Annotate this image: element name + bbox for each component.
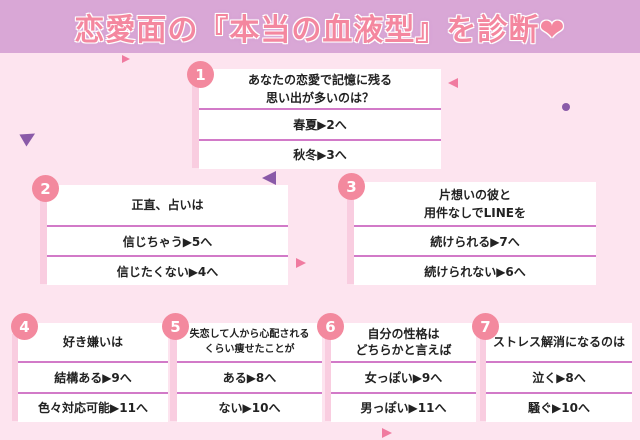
triangle-decoration bbox=[19, 127, 39, 147]
triangle-decoration bbox=[262, 171, 276, 185]
question-box-7: ストレス解消になるのは 泣く▶8へ 騒ぐ▶10へ bbox=[486, 323, 632, 422]
question-text: あなたの恋愛で記憶に残る 思い出が多いのは？ bbox=[199, 69, 441, 110]
question-box-6: 自分の性格は どちらかと言えば 女っぽい▶9へ 男っぽい▶11へ bbox=[331, 323, 476, 422]
triangle-decoration bbox=[296, 258, 306, 268]
question-number-badge: 5 bbox=[162, 313, 189, 340]
box-strip bbox=[347, 193, 354, 284]
box-strip bbox=[192, 80, 199, 168]
option-1[interactable]: 結構ある▶9へ bbox=[18, 363, 168, 394]
question-number-badge: 2 bbox=[32, 175, 59, 202]
option-2[interactable]: ない▶10へ bbox=[218, 401, 281, 416]
option-1[interactable]: 女っぽい▶9へ bbox=[331, 363, 476, 394]
option-1[interactable]: 信じちゃう▶5へ bbox=[47, 227, 288, 257]
box-strip bbox=[40, 196, 47, 284]
triangle-decoration bbox=[382, 428, 392, 438]
box-strip bbox=[170, 334, 177, 421]
option-2[interactable]: 男っぽい▶11へ bbox=[360, 401, 447, 416]
option-2[interactable]: 信じたくない▶4へ bbox=[116, 264, 219, 279]
question-text: 自分の性格は どちらかと言えば bbox=[331, 323, 476, 363]
triangle-decoration bbox=[448, 78, 458, 88]
question-box-4: 好き嫌いは 結構ある▶9へ 色々対応可能▶11へ bbox=[18, 323, 168, 422]
title-bar: 恋愛面の『本当の血液型』を診断❤ bbox=[0, 0, 640, 53]
option-1[interactable]: 春夏▶2へ bbox=[199, 110, 441, 141]
question-number-badge: 1 bbox=[187, 61, 214, 88]
question-text: 好き嫌いは bbox=[18, 323, 168, 363]
option-2[interactable]: 続けられない▶6へ bbox=[424, 264, 526, 279]
question-text: 失恋して人から心配される くらい痩せたことが bbox=[177, 323, 322, 363]
box-strip bbox=[12, 334, 18, 421]
dot-decoration bbox=[562, 103, 570, 111]
question-number-badge: 3 bbox=[338, 173, 365, 200]
option-2[interactable]: 色々対応可能▶11へ bbox=[38, 401, 148, 416]
triangle-decoration bbox=[122, 55, 130, 63]
option-2[interactable]: 騒ぐ▶10へ bbox=[528, 401, 590, 416]
question-box-5: 失恋して人から心配される くらい痩せたことが ある▶8へ ない▶10へ bbox=[177, 323, 322, 422]
option-1[interactable]: 続けられる▶7へ bbox=[354, 227, 596, 257]
question-text: 片想いの彼と 用件なしでLINEを bbox=[354, 182, 596, 227]
option-1[interactable]: 泣く▶8へ bbox=[486, 363, 632, 394]
question-box-1: あなたの恋愛で記憶に残る 思い出が多いのは？ 春夏▶2へ 秋冬▶3へ bbox=[199, 69, 441, 169]
question-box-2: 正直、占いは 信じちゃう▶5へ 信じたくない▶4へ bbox=[47, 185, 288, 285]
question-text: ストレス解消になるのは bbox=[486, 323, 632, 363]
page-title: 恋愛面の『本当の血液型』を診断❤ bbox=[74, 12, 566, 48]
question-number-badge: 7 bbox=[472, 313, 499, 340]
question-text: 正直、占いは bbox=[47, 185, 288, 227]
option-2[interactable]: 秋冬▶3へ bbox=[293, 148, 347, 163]
question-number-badge: 4 bbox=[11, 313, 38, 340]
question-number-badge: 6 bbox=[317, 313, 344, 340]
box-strip bbox=[480, 334, 486, 421]
option-1[interactable]: ある▶8へ bbox=[177, 363, 322, 394]
question-box-3: 片想いの彼と 用件なしでLINEを 続けられる▶7へ 続けられない▶6へ bbox=[354, 182, 596, 285]
box-strip bbox=[325, 334, 331, 421]
